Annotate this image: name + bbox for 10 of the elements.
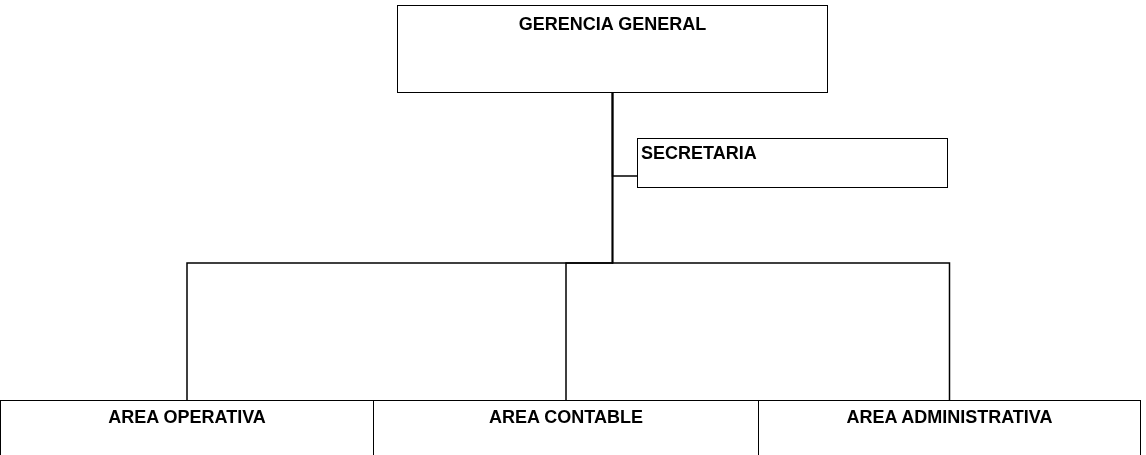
box-title: SECRETARIA — [641, 143, 757, 164]
box-title: GERENCIA GENERAL — [518, 14, 707, 35]
org-box — [637, 138, 948, 188]
org-box — [0, 400, 374, 455]
connector-line — [611, 92, 951, 401]
box-title: AREA CONTABLE — [489, 407, 643, 428]
box-title: AREA ADMINISTRATIVA — [846, 407, 1053, 428]
org-box — [397, 5, 828, 93]
box-title: AREA OPERATIVA — [108, 407, 266, 428]
org-box — [758, 400, 1141, 455]
